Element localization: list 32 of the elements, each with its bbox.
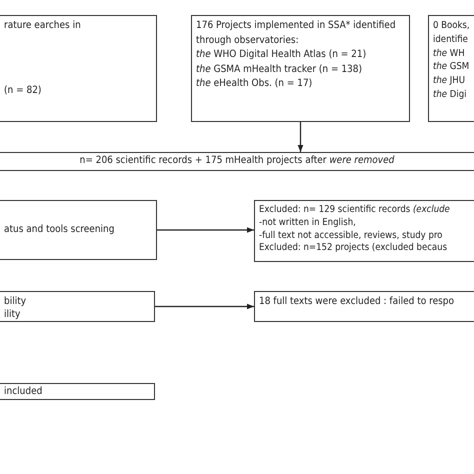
process-box [254,200,474,262]
box-text: Excluded: n=152 projects (excluded becaus [259,242,448,256]
process-box [0,200,157,260]
box-text: n= 206 scientific records + 175 mHealth projects after were removed [78,154,396,168]
process-box [0,152,474,171]
box-text: atus and tools screening [4,222,114,237]
box-text: the Digi [433,88,468,102]
arrow [155,304,254,310]
process-box [254,291,474,322]
box-text: -full text not accessible, reviews, study pro [259,230,444,242]
box-text: included [4,385,44,399]
box-text: 176 Projects implemented in SSA* identified through observatories: [196,19,397,48]
box-text: Excluded: n= 129 scientific records (exclude [259,204,451,217]
arrow [157,227,254,233]
process-box [191,15,410,122]
box-text: the WH [433,46,466,60]
process-box [0,291,155,322]
box-text: the JHU [433,74,466,88]
box-text: -not written in English, [259,216,357,230]
box-text: the WHO Digital Health Atlas (n = 21) [196,48,368,62]
process-box [0,383,155,400]
box-text: 18 full texts were excluded : failed to respo [259,295,456,309]
box-text: ility [4,308,22,321]
box-text: the GSM [433,60,470,74]
box-text: (n = 82) [4,84,42,98]
process-box [0,15,157,122]
arrow [298,122,304,152]
box-text: bility [4,295,28,308]
box-text: rature earches in [4,19,82,33]
box-text: the eHealth Obs. (n = 17) [196,77,314,91]
process-box [428,15,474,122]
box-text: the GSMA mHealth tracker (n = 138) [196,62,364,76]
